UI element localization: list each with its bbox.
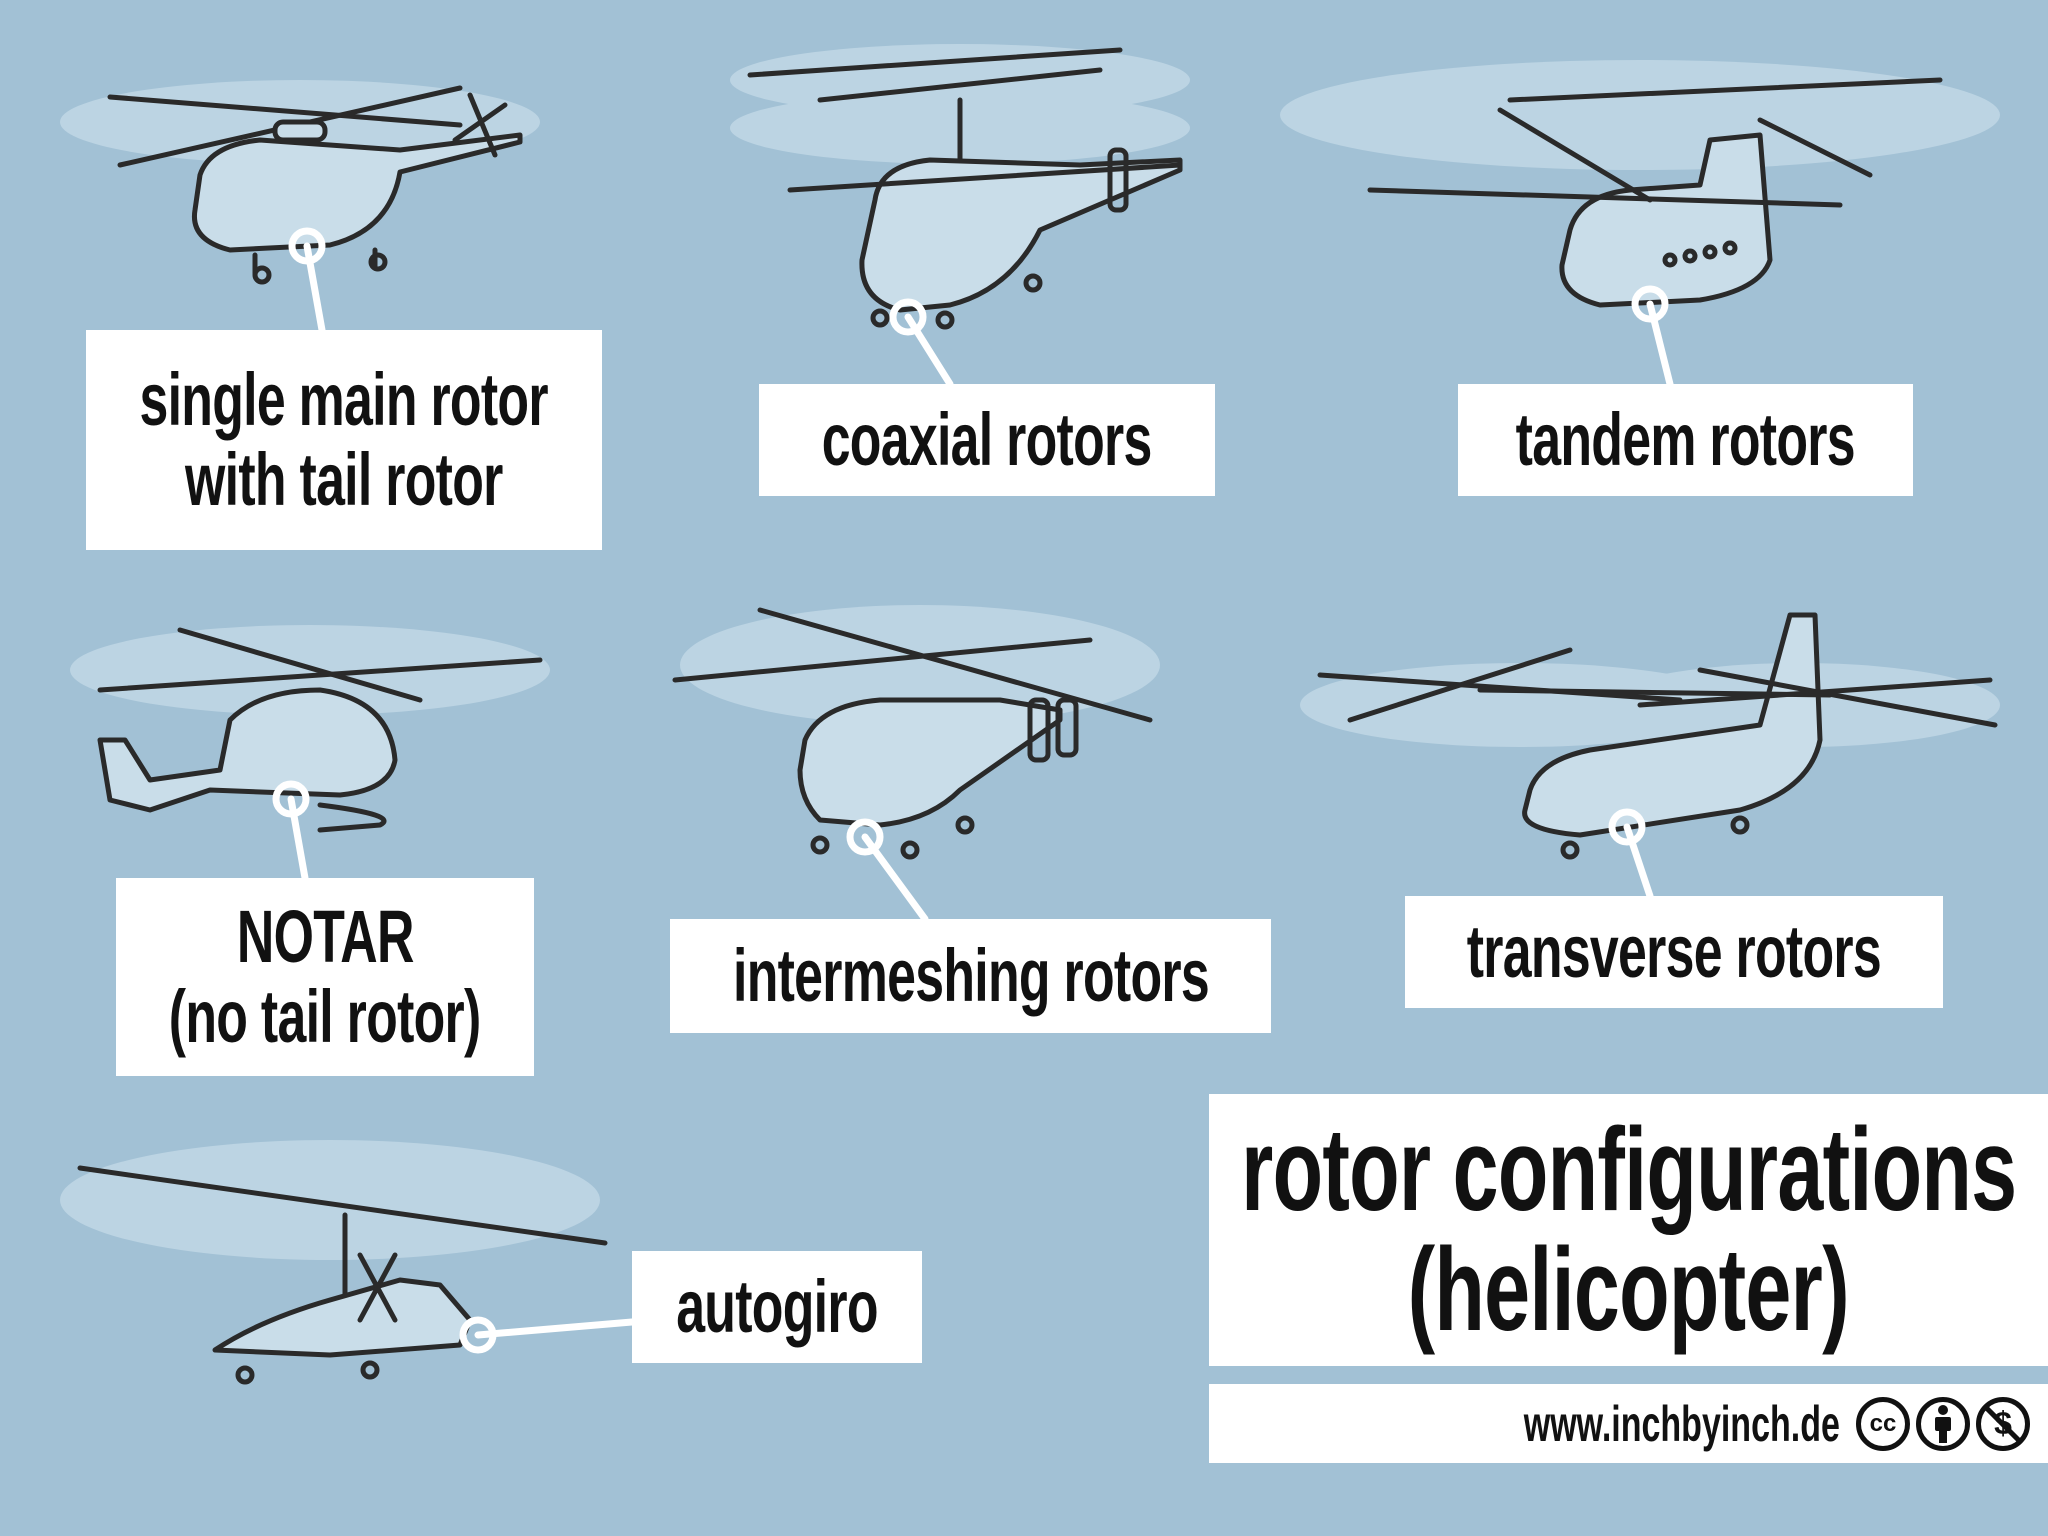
label-line: tandem rotors (1515, 398, 1856, 481)
label-coaxial-rotors: coaxial rotors (759, 384, 1215, 496)
notar-helicopter-drawing (97, 627, 543, 882)
coaxial-helicopter-drawing (747, 47, 1183, 388)
intermeshing-helicopter-drawing (672, 607, 1153, 923)
title-line-2: (helicopter) (1407, 1224, 1850, 1356)
single-rotor-helicopter-drawing (107, 85, 523, 334)
label-line: intermeshing rotors (732, 934, 1210, 1017)
page-title: rotor configurations (helicopter) (1209, 1094, 2048, 1366)
footer: www.inchbyinch.de cc $ (1209, 1384, 2048, 1463)
label-line: single main rotor (139, 358, 549, 441)
label-line: with tail rotor (185, 438, 503, 521)
noncommercial-icon: $ (1976, 1396, 2030, 1451)
label-line: (no tail rotor) (169, 975, 481, 1058)
tandem-helicopter-drawing (1367, 77, 1943, 388)
autogiro-drawing (77, 1165, 636, 1385)
attribution-icon (1916, 1396, 1970, 1451)
label-tandem-rotors: tandem rotors (1458, 384, 1913, 496)
label-single-main-rotor: single main rotor with tail rotor (86, 330, 602, 550)
dollar-glyph: $ (1994, 1405, 2012, 1441)
transverse-helicopter-drawing (1317, 612, 1998, 900)
label-line: transverse rotors (1466, 910, 1882, 993)
title-line-1: rotor configurations (1240, 1104, 2017, 1236)
label-intermeshing-rotors: intermeshing rotors (670, 919, 1271, 1033)
person-glyph (1935, 1404, 1951, 1443)
label-notar: NOTAR (no tail rotor) (116, 878, 534, 1076)
label-line: NOTAR (236, 895, 415, 978)
label-line: autogiro (676, 1265, 878, 1348)
website-link[interactable]: www.inchbyinch.de (1523, 1395, 1840, 1452)
cc-icon-text: cc (1869, 1409, 1897, 1437)
label-transverse-rotors: transverse rotors (1405, 896, 1943, 1008)
label-autogiro: autogiro (632, 1251, 922, 1363)
cc-icon: cc (1856, 1396, 1910, 1451)
label-line: coaxial rotors (822, 398, 1153, 481)
